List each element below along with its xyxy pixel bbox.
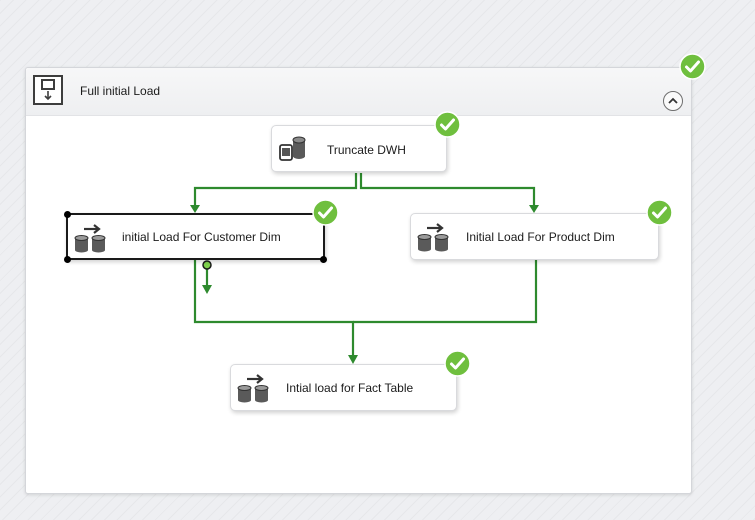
resize-handle[interactable]	[64, 256, 71, 263]
chevron-up-icon	[668, 97, 678, 104]
task-label: Truncate DWH	[327, 143, 406, 157]
task-label: initial Load For Customer Dim	[122, 230, 281, 244]
task-label: Intial load for Fact Table	[286, 381, 414, 395]
task-success-check-icon	[312, 199, 339, 226]
sequence-container-icon	[33, 75, 63, 105]
arrow-head	[348, 355, 358, 364]
task-success-check-icon	[434, 111, 461, 138]
resize-handle[interactable]	[320, 256, 327, 263]
arrow-head	[529, 205, 539, 213]
precedence-constraint-line[interactable]	[359, 173, 536, 206]
precedence-constraint-line[interactable]	[353, 260, 538, 324]
precedence-constraint-line[interactable]	[193, 260, 355, 357]
task-label: Initial Load For Product Dim	[466, 230, 615, 244]
task-success-check-icon	[646, 199, 673, 226]
resize-handle[interactable]	[64, 211, 71, 218]
container-success-check-icon	[679, 53, 706, 80]
task-initial-load-product-dim[interactable]: Initial Load For Product Dim	[410, 213, 659, 260]
arrow-head	[202, 285, 212, 294]
task-initial-load-customer-dim[interactable]: initial Load For Customer Dim	[66, 213, 325, 260]
task-truncate-dwh[interactable]: Truncate DWH	[271, 125, 447, 172]
data-flow-task-icon	[417, 223, 449, 252]
container-title: Full initial Load	[80, 84, 161, 98]
container-header[interactable]: Full initial Load	[26, 68, 691, 116]
task-intial-load-fact-table[interactable]: Intial load for Fact Table	[230, 364, 457, 411]
arrow-head	[190, 205, 200, 213]
data-flow-task-icon	[74, 224, 106, 253]
precedence-constraint-line[interactable]	[193, 173, 358, 206]
data-flow-task-icon	[237, 374, 269, 403]
constraint-drag-handle[interactable]	[202, 260, 212, 270]
collapse-button[interactable]	[663, 91, 683, 111]
execute-sql-task-icon	[279, 136, 306, 161]
task-success-check-icon	[444, 350, 471, 377]
